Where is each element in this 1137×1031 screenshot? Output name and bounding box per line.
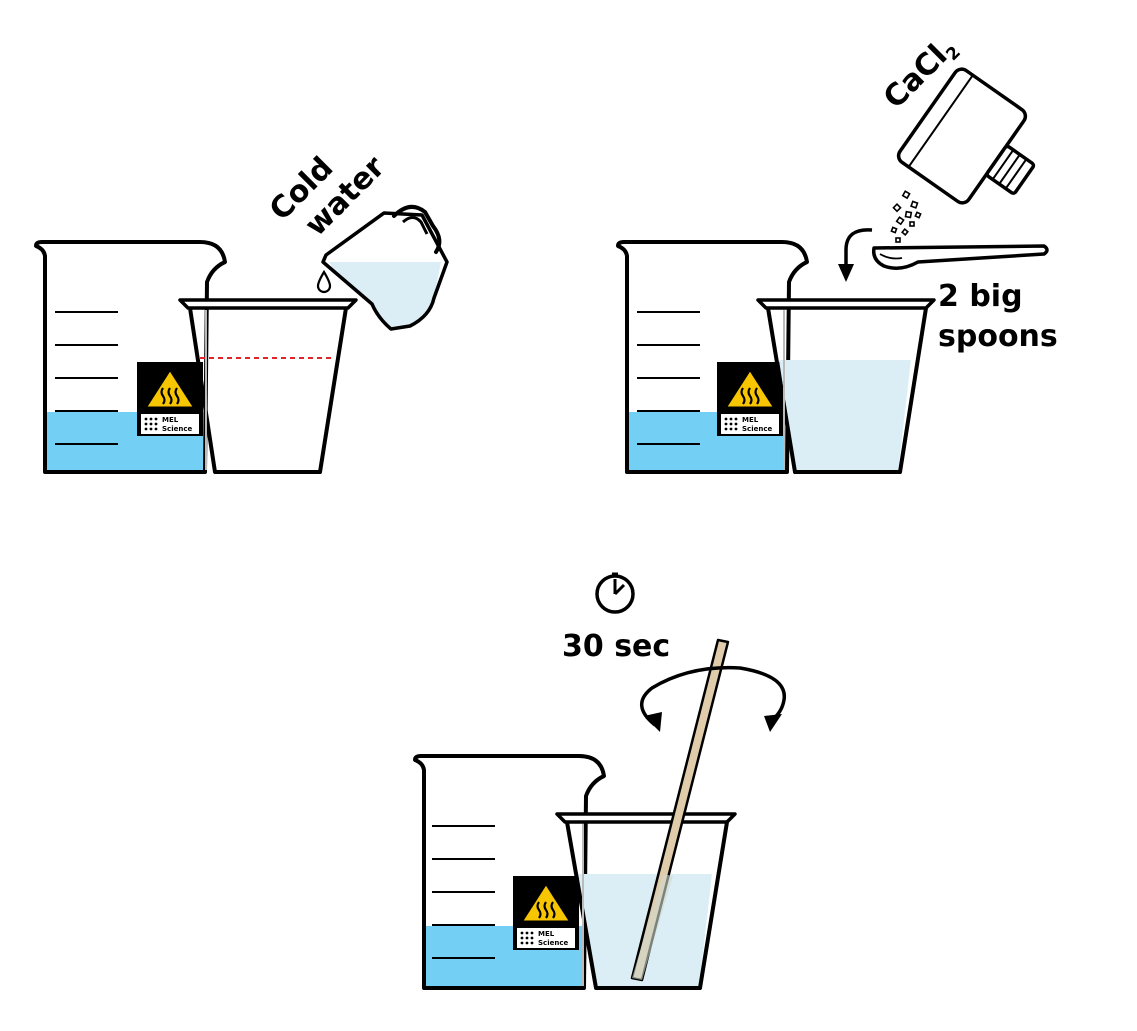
cup-rim xyxy=(555,812,737,824)
pitcher-water xyxy=(329,262,441,329)
beaker-graduations xyxy=(432,825,495,959)
step-2: MEL Science xyxy=(616,38,1058,474)
stirring-stick xyxy=(630,638,730,982)
pitcher-outline xyxy=(321,211,449,331)
cup-rim xyxy=(178,298,358,310)
water-drop xyxy=(316,269,332,294)
cold-water-fill xyxy=(779,360,911,472)
timer-icon xyxy=(595,572,635,614)
cold-water-label: Cold water xyxy=(263,149,392,243)
amount-label-line2: spoons xyxy=(938,319,1058,354)
cup-rim xyxy=(756,298,936,310)
beaker-hot-water: MEL Science xyxy=(34,240,227,474)
cup-outline xyxy=(565,821,729,990)
step-3: MEL Science 30 sec xyxy=(413,572,786,990)
sticker-brand-line2: Science xyxy=(162,425,192,433)
cup-outline xyxy=(766,307,928,474)
measuring-spoon xyxy=(871,244,1049,270)
sticker-brand-line2: Science xyxy=(538,939,568,947)
cacl2-bottle xyxy=(890,67,1036,243)
beaker-graduations xyxy=(55,311,118,445)
beaker-outline xyxy=(34,240,227,474)
hot-warning-sticker: MEL Science xyxy=(715,360,785,438)
beaker-graduations xyxy=(637,311,700,445)
sticker-brand-line2: Science xyxy=(742,425,772,433)
beaker-outline xyxy=(616,240,809,474)
pitcher-cold-water xyxy=(316,204,449,331)
beaker-hot-water-2: MEL Science xyxy=(616,240,809,474)
sticker-brand-line1: MEL xyxy=(162,416,179,424)
hot-warning-sticker: MEL Science xyxy=(135,360,205,438)
timer-label: 30 sec xyxy=(562,629,670,664)
beaker-hot-water-3: MEL Science xyxy=(413,754,606,990)
pitcher-handle-inner xyxy=(401,216,429,235)
powder-grains xyxy=(890,190,922,243)
sticker-brand-line1: MEL xyxy=(538,930,555,938)
pour-arrow-icon xyxy=(838,228,873,282)
cup-empty xyxy=(178,298,358,474)
hot-warning-sticker: MEL Science xyxy=(511,874,581,952)
step-1: MEL Science Cold water xyxy=(34,149,449,474)
cup-cold-water xyxy=(756,298,936,474)
beaker-outline xyxy=(413,754,606,990)
sticker-brand-line1: MEL xyxy=(742,416,759,424)
pitcher-handle xyxy=(392,204,442,254)
amount-label-line1: 2 big xyxy=(938,279,1023,314)
cup-outline xyxy=(188,307,348,474)
stir-rotation-arrows-icon xyxy=(640,665,786,732)
